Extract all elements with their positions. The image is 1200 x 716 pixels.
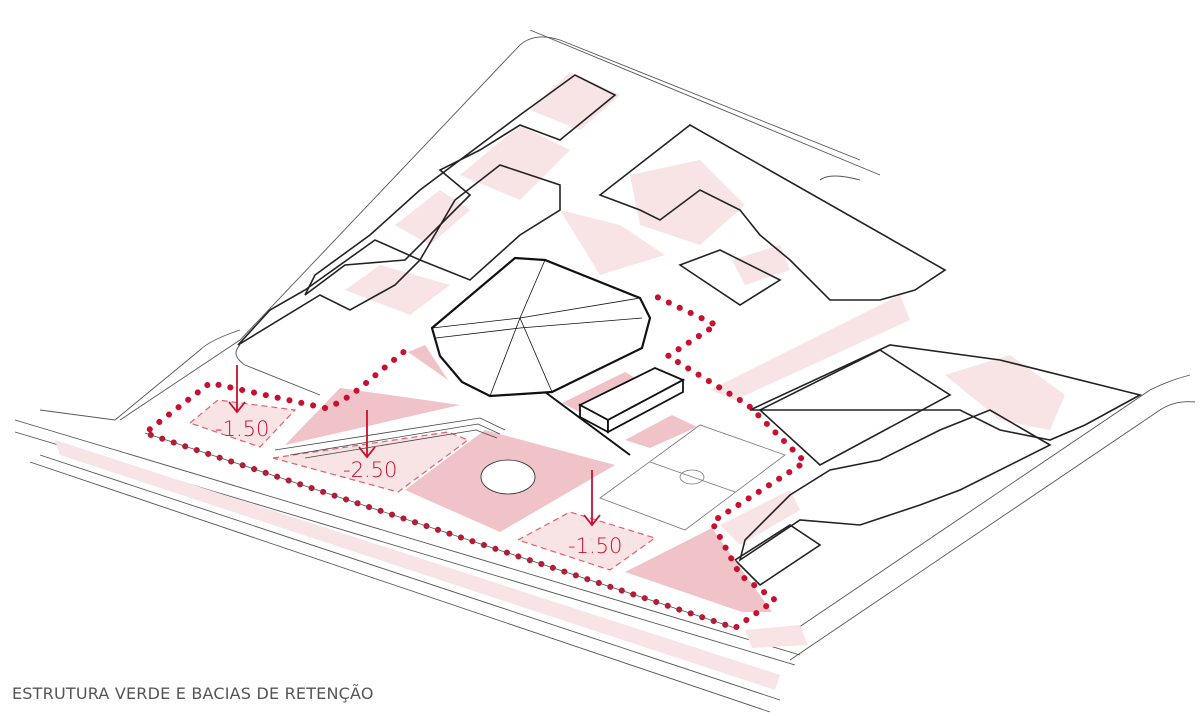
basin-2	[272, 431, 470, 493]
circular-plaza	[480, 459, 536, 495]
block-fills	[345, 72, 1065, 545]
diagram-caption: ESTRUTURA VERDE E BACIAS DE RETENÇÃO	[12, 684, 374, 703]
building-outlines	[237, 74, 1143, 587]
arrow-down-icon	[583, 470, 601, 527]
depth-arrows	[228, 365, 601, 527]
sidewalk-patch	[745, 625, 808, 648]
basin-1	[188, 399, 297, 448]
arrow-down-icon	[228, 365, 246, 414]
road-strip	[55, 440, 780, 690]
basin-depth-label: -2.50	[343, 458, 397, 482]
arrow-down-icon	[358, 410, 376, 459]
retention-basins	[188, 399, 657, 571]
basin-3	[516, 511, 657, 571]
annex-building	[578, 367, 686, 434]
boundary-line	[144, 432, 736, 629]
ramp-lines	[274, 417, 506, 459]
basin-depth-label: -1.50	[568, 534, 622, 558]
basin-depth-label: -1.50	[215, 417, 269, 441]
football-court	[599, 424, 786, 531]
sports-hall	[430, 256, 652, 456]
